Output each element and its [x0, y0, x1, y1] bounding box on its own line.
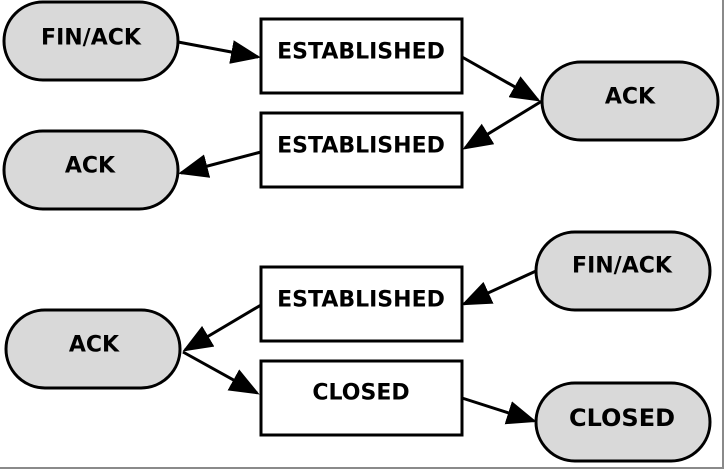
message-node-fin-ack-2: FIN/ACK — [534, 230, 712, 312]
state-node-established-1: ESTABLISHED — [259, 17, 464, 95]
node-label: ESTABLISHED — [277, 288, 445, 313]
node-label: ACK — [69, 333, 120, 358]
edge-ack1-to-established2 — [462, 99, 543, 150]
state-node-established-3: ESTABLISHED — [259, 265, 464, 343]
message-node-ack-3: ACK — [4, 308, 182, 390]
edge-established1-to-ack1 — [461, 55, 541, 102]
state-node-established-2: ESTABLISHED — [259, 111, 464, 189]
node-label: FIN/ACK — [41, 26, 142, 51]
edge-established3-to-ack3 — [182, 303, 262, 352]
message-node-ack-2: ACK — [2, 129, 180, 211]
message-node-closed: CLOSED — [534, 381, 712, 463]
state-node-closed: CLOSED — [259, 359, 464, 437]
node-label: FIN/ACK — [572, 254, 673, 279]
node-label: ESTABLISHED — [277, 134, 445, 159]
node-label: ESTABLISHED — [277, 40, 445, 65]
node-label: ACK — [605, 85, 656, 110]
node-label: ACK — [65, 154, 116, 179]
edge-ack3-to-closed-state — [182, 350, 260, 395]
node-label: CLOSED — [312, 381, 409, 406]
edge-finack2-to-established3 — [461, 269, 537, 306]
node-label: CLOSED — [569, 404, 675, 432]
edge-closed-state-to-closed-msg — [461, 396, 537, 425]
edge-established2-to-ack2 — [178, 150, 262, 178]
message-node-fin-ack-1: FIN/ACK — [2, 0, 180, 82]
edge-finack1-to-established1 — [177, 40, 261, 64]
message-node-ack-1: ACK — [540, 60, 720, 142]
